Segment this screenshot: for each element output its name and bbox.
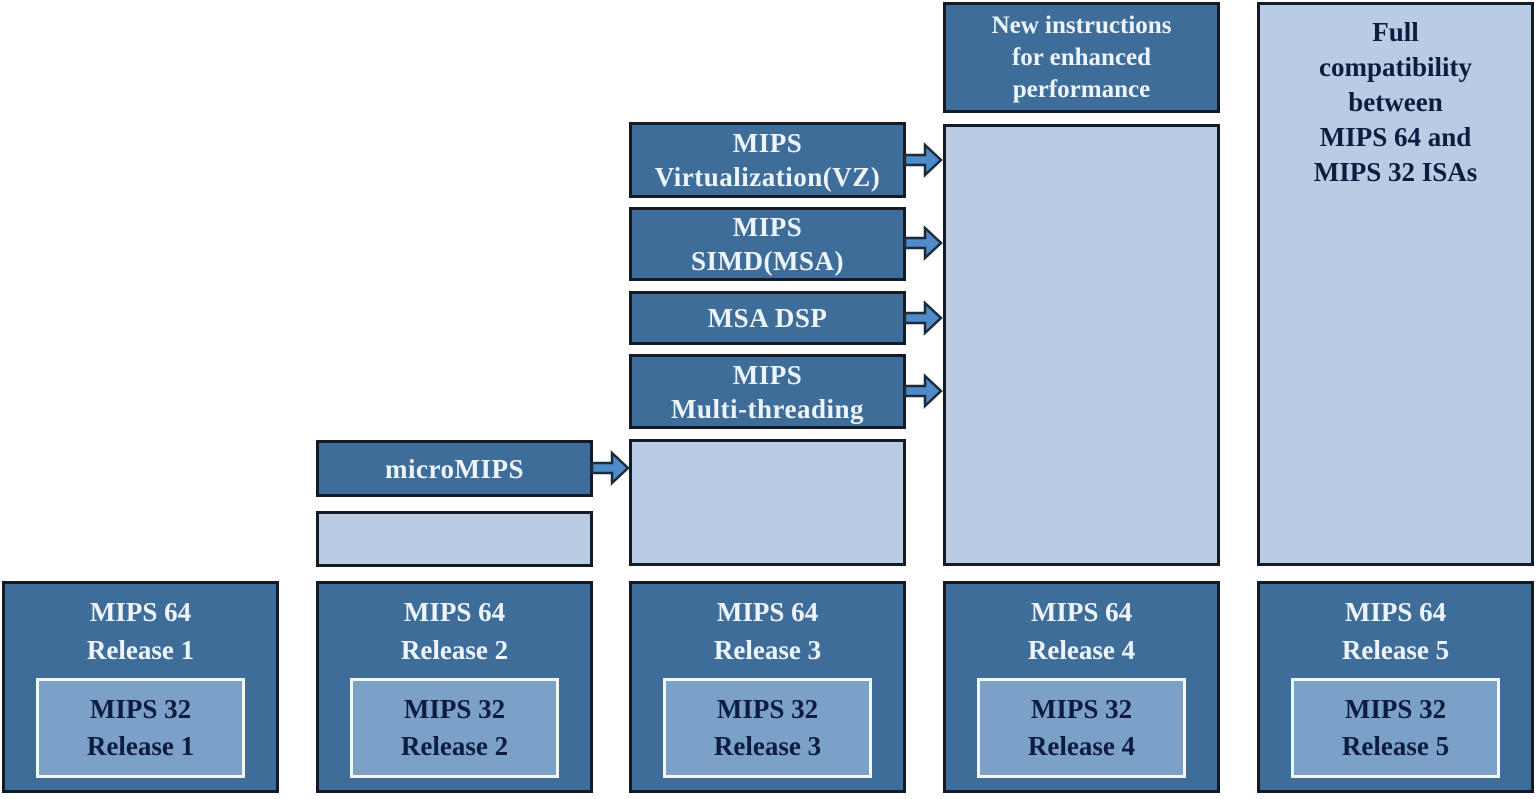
feature-label: microMIPS (385, 453, 524, 484)
feature-label: MIPS (732, 359, 803, 390)
full-compatibility-line: between (1348, 87, 1443, 117)
box-mips32-release-4: MIPS 32 Release 4 (977, 678, 1186, 778)
full-compatibility-line: Full (1372, 17, 1419, 47)
full-compatibility-line: MIPS 32 ISAs (1313, 157, 1478, 187)
arrow-right-icon (590, 450, 630, 486)
mips64-label: MIPS 64 (89, 597, 192, 627)
release4-extension-area (943, 124, 1220, 566)
feature-label: Multi-threading (670, 393, 864, 424)
mips64-release-label: Release 2 (400, 635, 509, 665)
box-mips64-release-5: MIPS 64 Release 5 MIPS 32 Release 5 (1257, 581, 1534, 793)
mips32-release-label: Release 4 (1027, 731, 1136, 761)
mips64-release-label: Release 1 (86, 635, 195, 665)
new-instructions-line: for enhanced (1011, 43, 1152, 71)
mips32-label: MIPS 32 (403, 694, 506, 724)
mips64-label: MIPS 64 (1030, 597, 1133, 627)
mips64-release-label: Release 5 (1341, 635, 1450, 665)
mips32-label: MIPS 32 (716, 694, 819, 724)
mips32-label: MIPS 32 (1344, 694, 1447, 724)
box-mips32-release-5: MIPS 32 Release 5 (1291, 678, 1500, 778)
release3-extension-area (629, 439, 906, 566)
new-instructions-line: New instructions (991, 11, 1172, 39)
box-mips32-release-2: MIPS 32 Release 2 (350, 678, 559, 778)
mips32-release-label: Release 1 (86, 731, 195, 761)
new-instructions-box: New instructions for enhanced performanc… (943, 2, 1220, 113)
box-mips64-release-3: MIPS 64 Release 3 MIPS 32 Release 3 (629, 581, 906, 793)
full-compatibility-box: Full compatibility between MIPS 64 and M… (1257, 2, 1534, 566)
release2-extension-area (316, 511, 593, 567)
arrow-right-icon (903, 373, 943, 409)
mips64-label: MIPS 64 (1344, 597, 1447, 627)
feature-box-msa-dsp: MSA DSP (629, 291, 906, 345)
arrow-right-icon (903, 142, 943, 178)
feature-box-simd: MIPS SIMD(MSA) (629, 207, 906, 281)
full-compatibility-line: MIPS 64 and (1319, 122, 1472, 152)
mips32-release-label: Release 3 (713, 731, 822, 761)
mips64-label: MIPS 64 (403, 597, 506, 627)
box-mips64-release-1: MIPS 64 Release 1 MIPS 32 Release 1 (2, 581, 279, 793)
feature-label: Virtualization(VZ) (654, 162, 881, 192)
feature-box-multithreading: MIPS Multi-threading (629, 354, 906, 429)
feature-label: MIPS (732, 128, 803, 158)
new-instructions-line: performance (1012, 75, 1151, 103)
mips64-release-label: Release 3 (713, 635, 822, 665)
feature-label: MSA DSP (707, 303, 828, 333)
feature-label: SIMD(MSA) (691, 246, 844, 276)
feature-box-virtualization: MIPS Virtualization(VZ) (629, 122, 906, 198)
mips32-label: MIPS 32 (1030, 694, 1133, 724)
box-mips32-release-1: MIPS 32 Release 1 (36, 678, 245, 778)
mips32-release-label: Release 5 (1341, 731, 1450, 761)
mips32-release-label: Release 2 (400, 731, 509, 761)
box-mips64-release-4: MIPS 64 Release 4 MIPS 32 Release 4 (943, 581, 1220, 793)
feature-box-micromips: microMIPS (316, 440, 593, 497)
feature-label: MIPS (732, 212, 803, 242)
mips64-label: MIPS 64 (716, 597, 819, 627)
full-compatibility-line: compatibility (1319, 52, 1472, 82)
arrow-right-icon (903, 225, 943, 261)
box-mips32-release-3: MIPS 32 Release 3 (663, 678, 872, 778)
box-mips64-release-2: MIPS 64 Release 2 MIPS 32 Release 2 (316, 581, 593, 793)
arrow-right-icon (903, 300, 943, 336)
mips64-release-label: Release 4 (1027, 635, 1136, 665)
mips32-label: MIPS 32 (89, 694, 192, 724)
